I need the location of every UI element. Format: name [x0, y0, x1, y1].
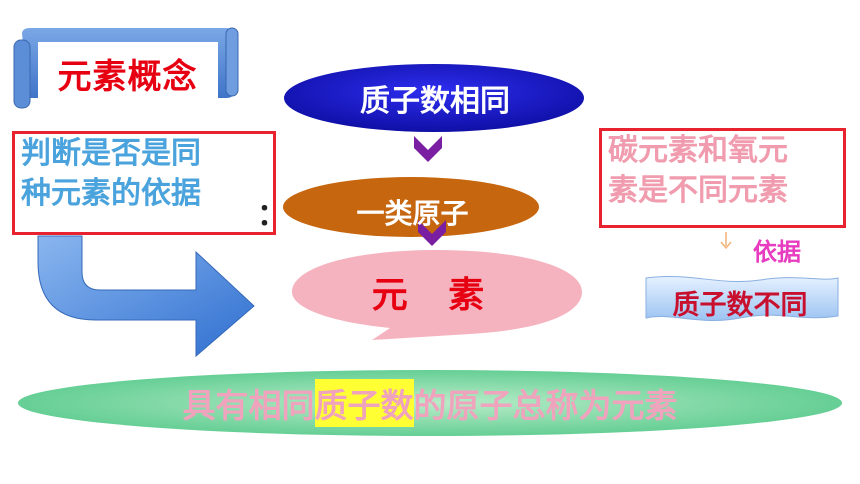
oval-proton-number: [284, 64, 584, 132]
criterion-colon: ：: [257, 198, 287, 233]
definition-oval: [18, 370, 842, 436]
basis-value: 质子数不同: [672, 289, 808, 321]
definition-before: 具有相同: [182, 386, 315, 425]
definition-after: 的原子总称为元素: [413, 386, 678, 425]
definition-text: 具有相同质子数的原子总称为元素: [20, 375, 840, 431]
chevron-down-icon: [414, 136, 442, 162]
example-line-1: 碳元素和氧元: [608, 133, 788, 168]
step-type-of-atom-label: 一类原子: [356, 197, 469, 230]
wave-banner: [645, 275, 839, 321]
scroll-banner: [13, 27, 239, 109]
scroll-title: 元素概念: [57, 56, 198, 97]
curved-arrow: [37, 235, 255, 358]
oval-element-callout: [292, 250, 582, 340]
example-box: 碳元素和氧元 素是不同元素: [599, 128, 846, 228]
criterion-line-2: 种元素的依据: [21, 176, 201, 211]
basis-label: 依据: [753, 237, 801, 266]
chevron-down-icon: [418, 220, 446, 246]
step-element-label: 元 素: [371, 275, 499, 316]
oval-type-of-atom: [283, 177, 539, 237]
criterion-box: 判断是否是同 种元素的依据: [12, 131, 276, 235]
criterion-line-1: 判断是否是同: [21, 136, 201, 171]
step-proton-number-label: 质子数相同: [360, 84, 510, 119]
definition-highlight: 质子数: [314, 379, 414, 427]
small-down-arrow-icon: [720, 232, 732, 250]
example-line-2: 素是不同元素: [608, 173, 788, 208]
